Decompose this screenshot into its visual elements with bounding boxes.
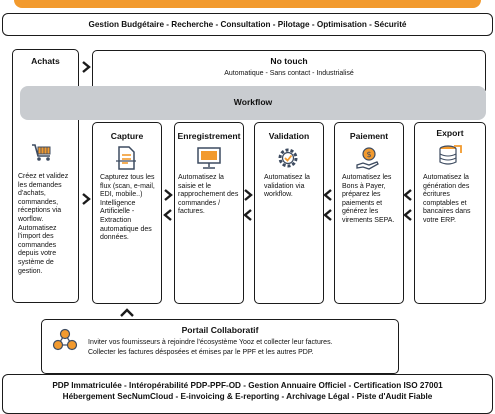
- portail-line: Collecter les factures désposées et émis…: [88, 349, 314, 356]
- achats-title: Achats: [31, 56, 60, 66]
- network-people-icon: [52, 327, 78, 358]
- step-description: Automatisez la validation via workflow.: [264, 174, 310, 199]
- features-banner: Gestion Budgétaire - Recherche - Consult…: [2, 13, 493, 36]
- portail-description: Inviter vos fournisseurs à rejoindre l'é…: [88, 338, 396, 358]
- step-title: Capture: [110, 131, 144, 141]
- step-title: Paiement: [349, 131, 389, 141]
- shopping-cart-icon: [30, 140, 54, 164]
- no-touch-title: No touch: [270, 56, 308, 66]
- portail-line: Inviter vos fournisseurs à rejoindre l'é…: [88, 339, 333, 346]
- computer-monitor-icon: [196, 145, 222, 176]
- chevron-right-icon: [80, 60, 92, 79]
- chevron-left-icon: [402, 208, 414, 227]
- compliance-line: PDP Immatriculée - Intéropérabilité PDP-…: [52, 381, 443, 390]
- accent-bar: [14, 0, 481, 8]
- chevron-left-icon: [322, 188, 334, 207]
- chevron-right-icon: [80, 192, 92, 211]
- chevron-right-icon: [162, 188, 174, 207]
- money-hand-icon: $: [355, 145, 381, 176]
- step-description: Capturez tous les flux (scan, e-mail, ED…: [100, 174, 155, 242]
- chevron-left-icon: [322, 208, 334, 227]
- portail-panel: [41, 319, 399, 374]
- step-title: Enregistrement: [177, 131, 241, 141]
- step-description: Automatisez les Bons à Payer, préparez l…: [342, 174, 395, 224]
- step-title: Export: [436, 128, 464, 138]
- validation-gear-icon: [275, 145, 301, 176]
- chevron-up-icon: [119, 306, 135, 324]
- achats-description: Créez et validez les demandes d'achats, …: [18, 173, 69, 275]
- step-enregistrement: [174, 122, 244, 304]
- chevron-left-icon: [402, 188, 414, 207]
- export-database-icon: [437, 142, 463, 175]
- workflow-bar: [20, 86, 486, 120]
- document-scan-icon: [114, 145, 138, 176]
- chevron-left-icon: [242, 208, 254, 227]
- workflow-title: Workflow: [233, 97, 273, 107]
- step-description: Automatisez la saisie et le rapprochemen…: [178, 174, 239, 216]
- chevron-right-icon: [242, 188, 254, 207]
- step-title: Validation: [268, 131, 310, 141]
- no-touch-subtitle: Automatique - Sans contact - Industriali…: [224, 70, 354, 77]
- portail-title: Portail Collaboratif: [181, 325, 259, 335]
- step-description: Automatisez la génération des écritures …: [423, 174, 471, 224]
- svg-text:$: $: [366, 150, 371, 159]
- compliance-line: Hébergement SecNumCloud - E-invoicing & …: [62, 392, 433, 401]
- chevron-left-icon: [162, 208, 174, 227]
